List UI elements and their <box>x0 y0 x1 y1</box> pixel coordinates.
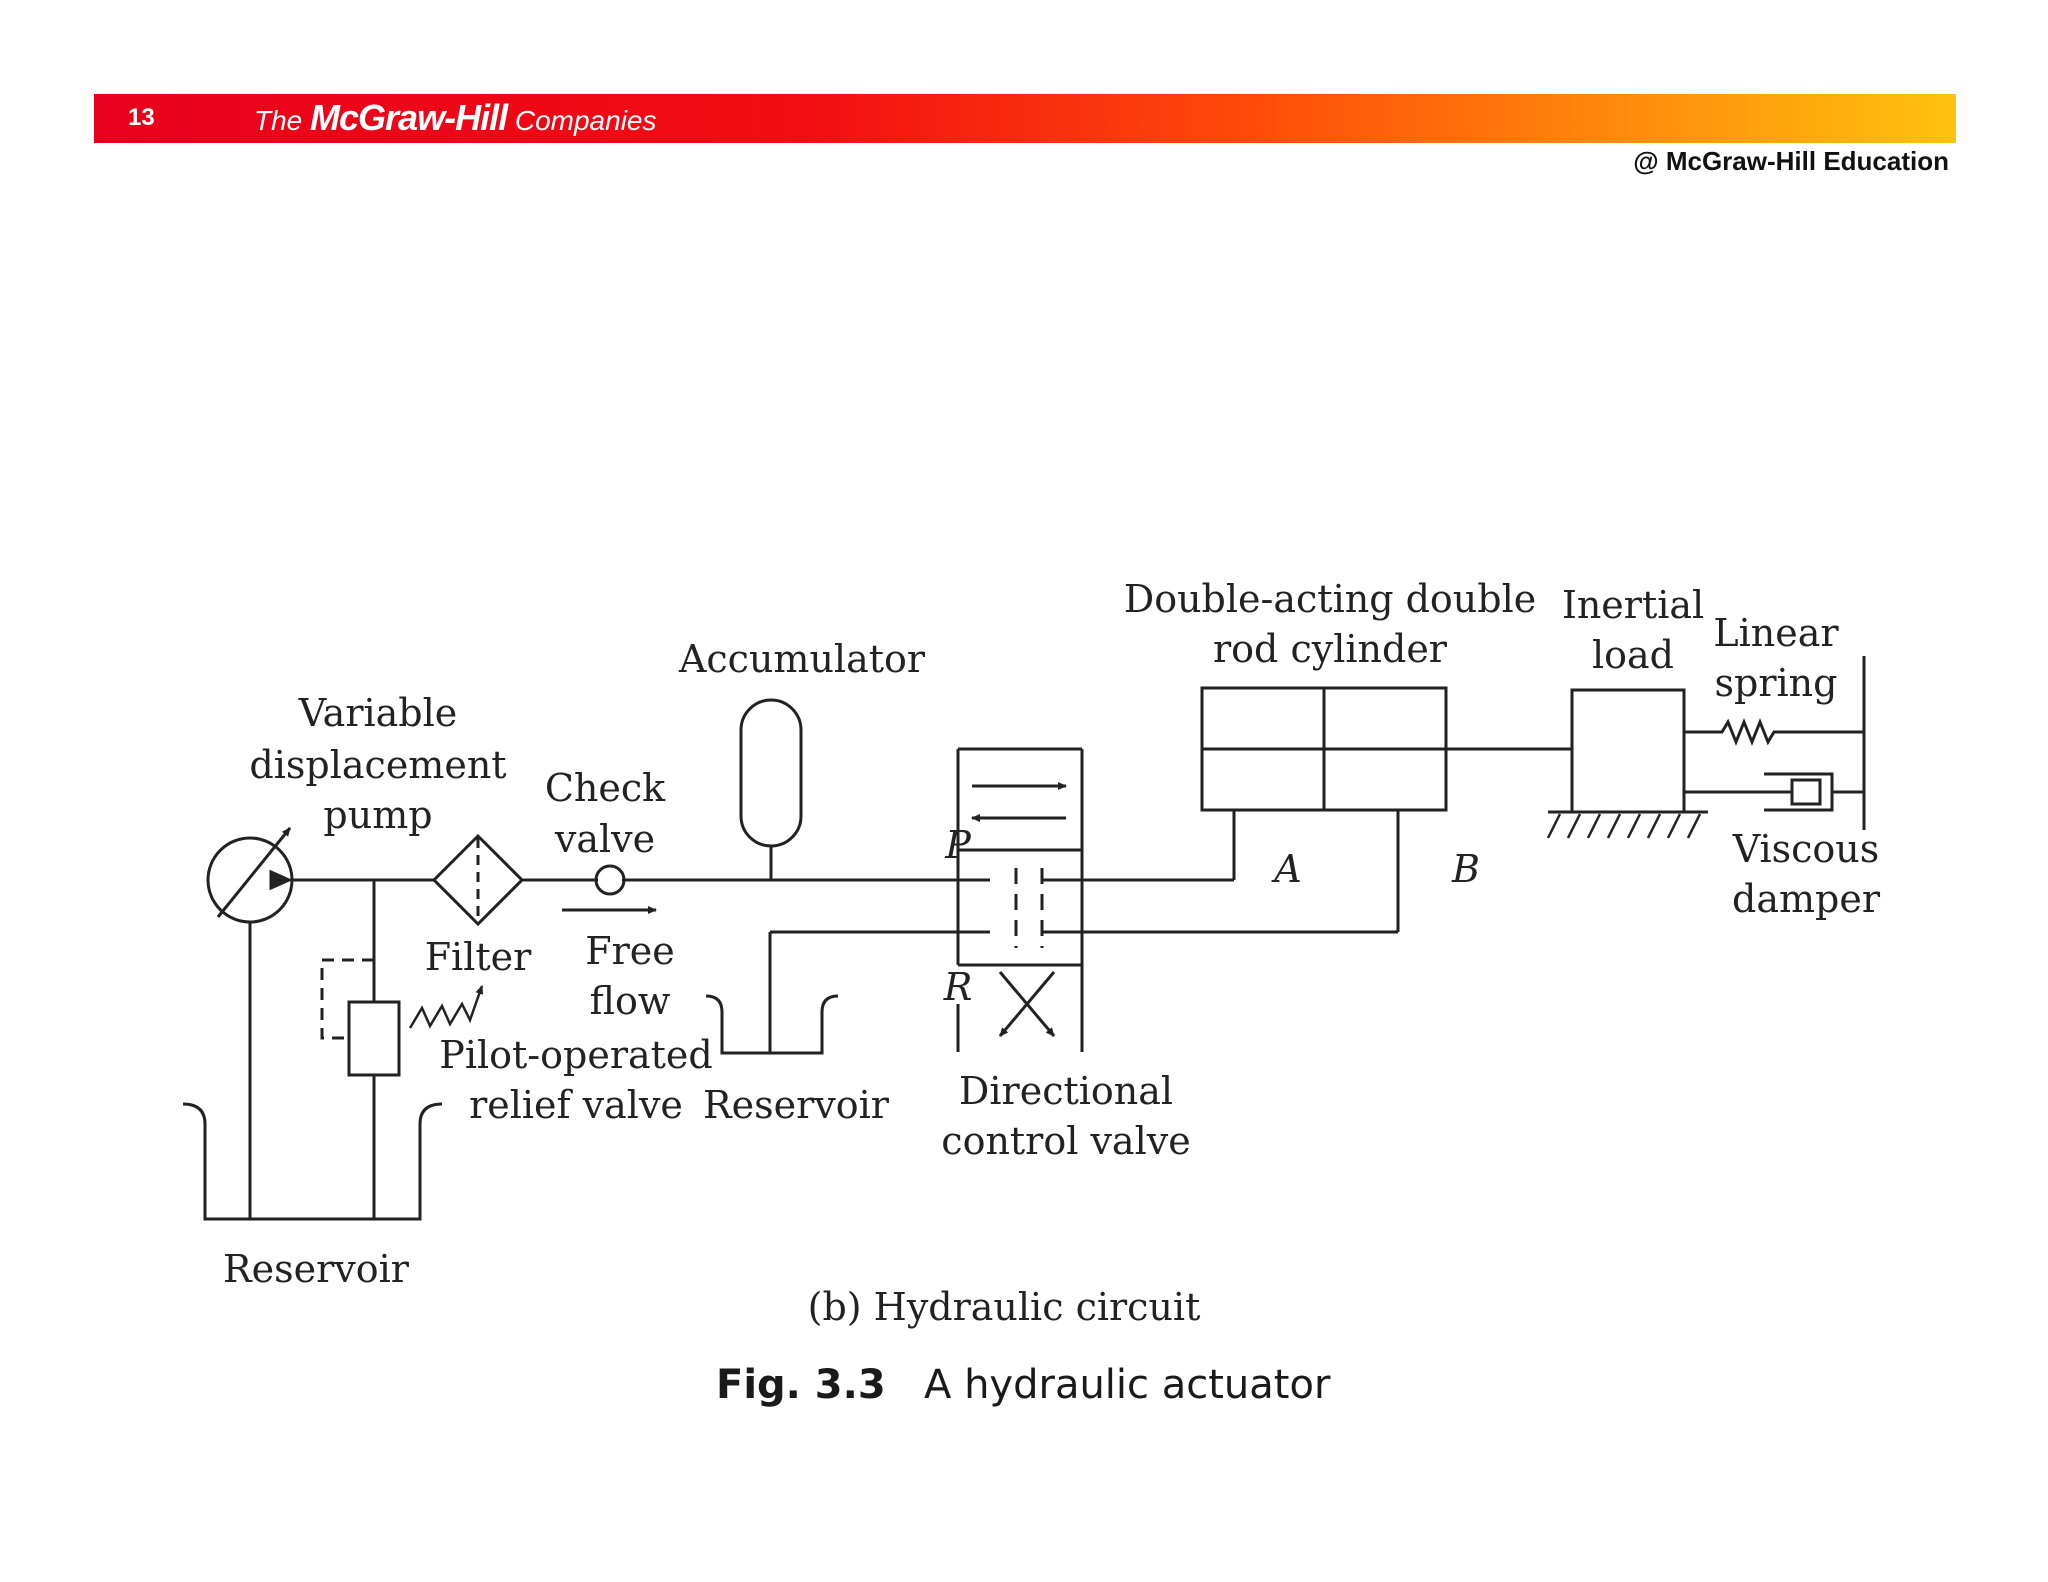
accumulator-symbol <box>739 698 803 848</box>
label-free-line1: Free <box>585 929 675 973</box>
dcv-cross-arrow-2 <box>998 971 1056 1037</box>
middle-reservoir <box>705 994 839 1055</box>
label-port-r: R <box>943 965 973 1009</box>
label-check-line2: valve <box>554 817 655 861</box>
ground-hatching <box>1546 813 1702 839</box>
copyright-notice: @ McGraw-Hill Education <box>1633 146 1949 176</box>
label-spring-line2: spring <box>1715 661 1838 705</box>
label-reservoir-left: Reservoir <box>223 1247 410 1291</box>
page-number: 13 <box>128 104 155 131</box>
brand-logo: The McGraw-Hill Companies <box>254 97 656 139</box>
label-reservoir-middle: Reservoir <box>703 1083 890 1127</box>
label-port-b: B <box>1451 847 1480 891</box>
brand-name: McGraw-Hill <box>310 97 508 138</box>
label-damper-line2: damper <box>1732 877 1881 921</box>
label-dcv-line1: Directional <box>959 1069 1173 1113</box>
diagram-subcaption: (b) Hydraulic circuit <box>808 1285 1201 1329</box>
label-dcv-line2: control valve <box>941 1119 1190 1163</box>
label-load-line1: Inertial <box>1562 583 1704 627</box>
label-relief-line1: Pilot-operated <box>439 1033 712 1077</box>
figure-title: A hydraulic actuator <box>924 1362 1331 1408</box>
relief-valve <box>347 1000 401 1077</box>
label-pump-line3: pump <box>323 793 432 837</box>
left-reservoir <box>182 1102 443 1221</box>
label-check-line1: Check <box>545 766 666 810</box>
label-accumulator: Accumulator <box>678 637 926 681</box>
label-cylinder-line1: Double-acting double <box>1124 577 1537 621</box>
filter-symbol <box>431 833 525 927</box>
label-spring-line1: Linear <box>1713 611 1839 655</box>
label-cylinder-line2: rod cylinder <box>1213 627 1448 671</box>
relief-pilot-line <box>320 958 374 1040</box>
label-port-p: P <box>944 823 972 867</box>
damper-piston <box>1790 778 1822 806</box>
check-valve-symbol <box>594 864 626 896</box>
pump-variable-arrow <box>216 827 292 918</box>
relief-spring-symbol <box>408 985 484 1029</box>
label-port-a: A <box>1271 847 1301 891</box>
label-filter: Filter <box>425 935 532 979</box>
linear-spring <box>1684 717 1864 747</box>
brand-companies: Companies <box>507 105 657 136</box>
label-damper-line1: Viscous <box>1732 827 1880 871</box>
inertial-load <box>1570 688 1686 814</box>
figure-number: Fig. 3.3 <box>716 1362 886 1408</box>
brand-the: The <box>254 105 311 136</box>
label-relief-line2: relief valve <box>469 1083 683 1127</box>
header-banner <box>94 94 1956 143</box>
label-pump-line2: displacement <box>249 743 506 787</box>
label-pump-line1: Variable <box>298 691 458 735</box>
label-free-line2: flow <box>590 979 671 1023</box>
pump-direction-triangle <box>269 869 293 891</box>
label-load-line2: load <box>1592 633 1674 677</box>
